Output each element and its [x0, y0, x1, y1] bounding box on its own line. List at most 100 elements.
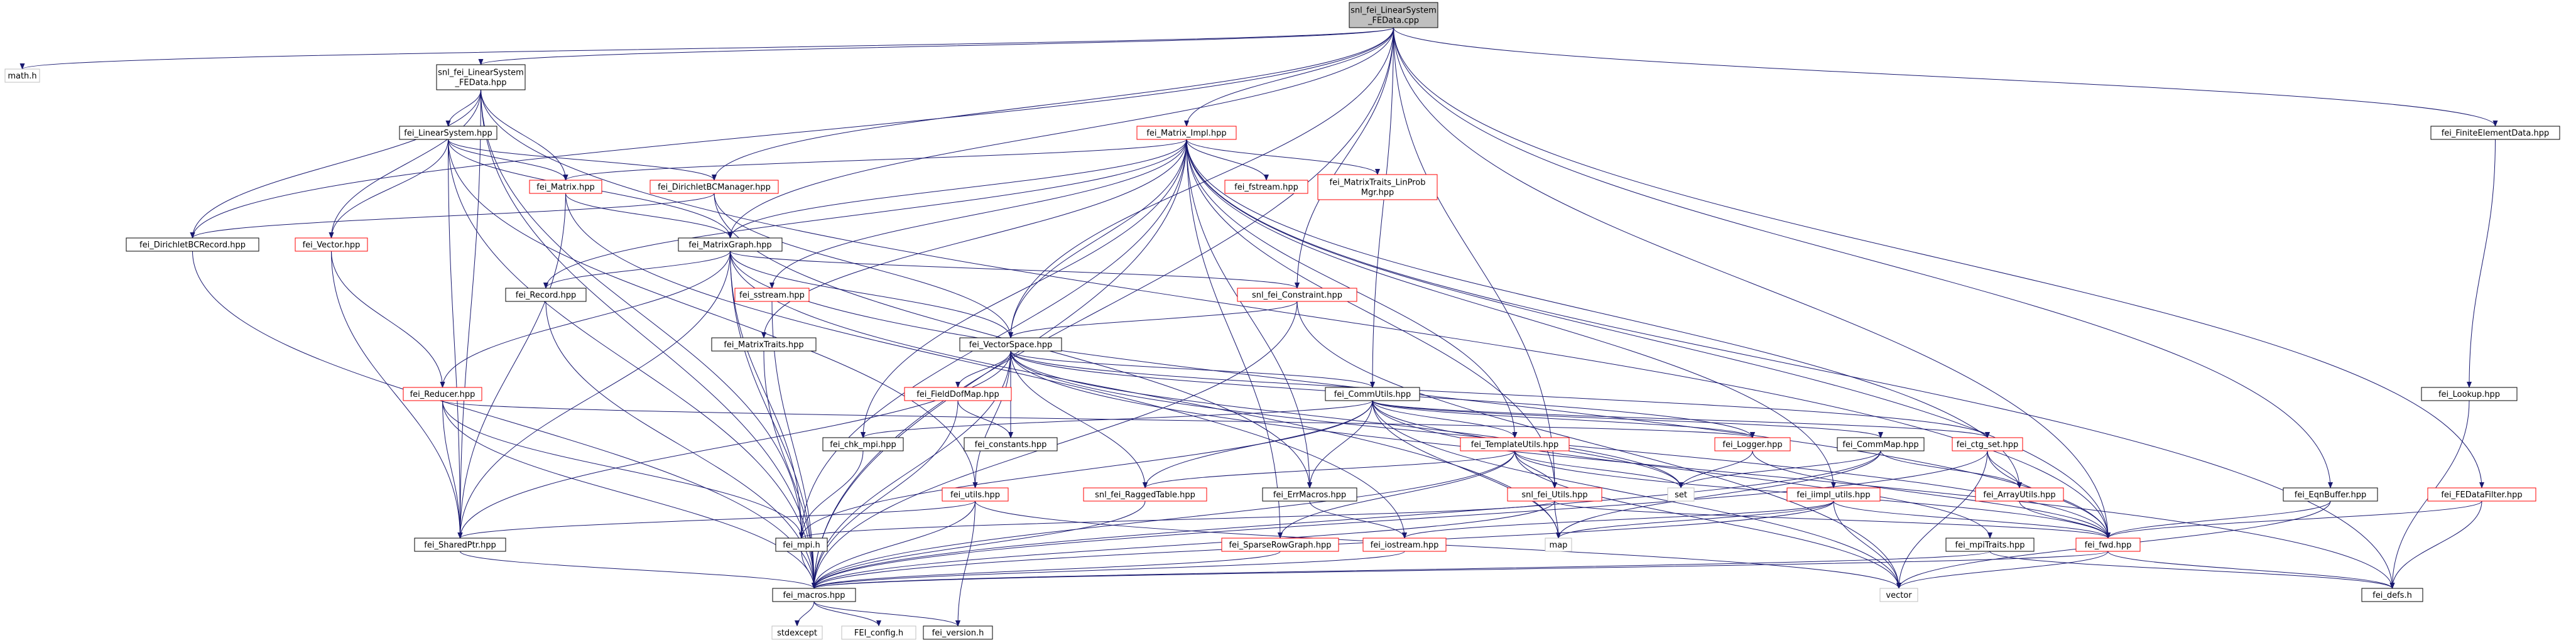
node-box	[1136, 126, 1237, 140]
node-box	[775, 538, 828, 552]
node-dirbcrec[interactable]: fei_DirichletBCRecord.hpp	[126, 237, 259, 252]
node-constants[interactable]: fei_constants.hpp	[964, 437, 1058, 451]
node-errmacros[interactable]: fei_ErrMacros.hpp	[1262, 487, 1357, 502]
edge-templutils-to-vectorstd	[1514, 450, 1901, 589]
node-fstream[interactable]: fei_fstream.hpp	[1224, 180, 1308, 194]
node-set[interactable]: set	[1667, 487, 1695, 502]
node-linsys[interactable]: fei_LinearSystem.hpp	[399, 126, 497, 140]
node-box	[1325, 387, 1420, 401]
edge-matimpl-to-defs	[1186, 139, 2395, 589]
node-iostream[interactable]: fei_iostream.hpp	[1362, 538, 1447, 552]
node-mpitraits[interactable]: fei_mpiTraits.hpp	[1945, 538, 2035, 552]
node-box	[295, 237, 368, 252]
node-iimpl[interactable]: fei_iimpl_utils.hpp	[1786, 487, 1881, 502]
edge-linsys-to-utils	[448, 139, 978, 489]
edge-templutils-to-macros	[812, 450, 1515, 589]
edge-snlutils-to-mpi	[799, 500, 1555, 539]
node-vector[interactable]: fei_Vector.hpp	[295, 237, 368, 252]
node-utils[interactable]: fei_utils.hpp	[942, 487, 1009, 502]
edge-arrayutils-to-fwd	[2019, 500, 2111, 539]
node-reducer[interactable]: fei_Reducer.hpp	[403, 387, 482, 401]
node-fwd[interactable]: fei_fwd.hpp	[2075, 538, 2141, 552]
node-commutils[interactable]: fei_CommUtils.hpp	[1325, 387, 1420, 401]
node-version[interactable]: fei_version.h	[923, 625, 993, 640]
node-mattraits[interactable]: fei_MatrixTraits.hpp	[711, 337, 817, 352]
edge-vecspace-to-ragged	[1010, 350, 1148, 489]
edge-matimpl-to-macros	[812, 139, 1187, 589]
node-defs[interactable]: fei_defs.h	[2361, 588, 2423, 602]
edge-matimpl-to-matgraph	[727, 139, 1187, 239]
node-box	[1460, 437, 1570, 451]
node-lookup[interactable]: fei_Lookup.hpp	[2421, 387, 2518, 401]
node-box	[1786, 487, 1881, 502]
node-ctgset[interactable]: fei_ctg_set.hpp	[1952, 437, 2023, 451]
node-matimpl[interactable]: fei_Matrix_Impl.hpp	[1136, 126, 1237, 140]
node-snlutils[interactable]: snl_fei_Utils.hpp	[1507, 487, 1602, 502]
node-matrix[interactable]: fei_Matrix.hpp	[529, 180, 602, 194]
node-fielddof[interactable]: fei_FieldDofMap.hpp	[904, 387, 1012, 401]
node-label: fei_sstream.hpp	[739, 291, 805, 300]
node-label: fei_FEDataFilter.hpp	[2441, 490, 2522, 500]
node-ragged[interactable]: snl_fei_RaggedTable.hpp	[1083, 487, 1207, 502]
node-commmap[interactable]: fei_CommMap.hpp	[1837, 437, 1925, 451]
node-label: fei_defs.h	[2372, 591, 2412, 600]
node-templutils[interactable]: fei_TemplateUtils.hpp	[1460, 437, 1570, 451]
node-vectorstd[interactable]: vector	[1879, 588, 1918, 602]
node-box	[1317, 174, 1438, 200]
edge-matimpl-to-snlutils	[1186, 139, 1557, 489]
node-label: fei_iimpl_utils.hpp	[1796, 490, 1870, 500]
node-label: fei_chk_mpi.hpp	[830, 440, 896, 450]
edge-commutils-to-templutils	[1372, 400, 1518, 438]
edge-matrix-to-sharedptr	[457, 193, 566, 539]
node-label: fei_mpiTraits.hpp	[1955, 541, 2025, 550]
node-macros[interactable]: fei_macros.hpp	[772, 588, 856, 602]
node-label: fei_utils.hpp	[950, 490, 1000, 500]
node-sstream[interactable]: fei_sstream.hpp	[734, 288, 810, 302]
node-arrayutils[interactable]: fei_ArrayUtils.hpp	[1975, 487, 2064, 502]
node-sparseflow[interactable]: fei_SparseRowGraph.hpp	[1221, 538, 1339, 552]
node-finiteel[interactable]: fei_FiniteElementData.hpp	[2430, 126, 2560, 140]
node-box	[923, 625, 993, 640]
edge-matgraph-to-record	[543, 251, 731, 289]
node-root[interactable]: snl_fei_LinearSystem_FEData.cpp	[1349, 2, 1438, 28]
node-box	[126, 237, 259, 252]
node-feiconfig[interactable]: FEI_config.h	[841, 625, 916, 640]
node-dirbcmgr[interactable]: fei_DirichletBCManager.hpp	[649, 180, 779, 194]
edge-matrix-to-matgraph	[565, 193, 733, 239]
node-sharedptr[interactable]: fei_SharedPtr.hpp	[414, 538, 506, 552]
node-box	[822, 437, 904, 451]
node-matgraph[interactable]: fei_MatrixGraph.hpp	[678, 237, 783, 252]
node-label: fei_DirichletBCRecord.hpp	[139, 240, 246, 250]
node-label: fei_ErrMacros.hpp	[1273, 490, 1346, 500]
node-label: fei_MatrixTraits.hpp	[724, 340, 803, 350]
edge-matgraph-to-reducer	[440, 251, 731, 388]
node-map[interactable]: map	[1545, 538, 1572, 552]
node-logger[interactable]: fei_Logger.hpp	[1714, 437, 1791, 451]
edges-layer	[20, 27, 2498, 627]
node-math[interactable]: math.h	[4, 68, 40, 83]
node-record[interactable]: fei_Record.hpp	[505, 288, 587, 302]
node-mpi[interactable]: fei_mpi.h	[775, 538, 828, 552]
node-fedatafilter[interactable]: fei_FEDataFilter.hpp	[2427, 487, 2536, 502]
edge-matimpl-to-chkmpi	[861, 139, 1187, 438]
edge-templutils-to-set	[1514, 450, 1683, 489]
node-box	[734, 288, 810, 302]
node-constraint[interactable]: snl_fei_Constraint.hpp	[1237, 288, 1357, 302]
edge-ctgset-to-macros	[812, 450, 1988, 589]
edge-mpitraits-to-macros	[812, 551, 1991, 589]
node-label: fei_MatrixGraph.hpp	[688, 240, 771, 250]
node-chkmpi[interactable]: fei_chk_mpi.hpp	[822, 437, 904, 451]
edge-matimpl-to-matrix	[563, 139, 1187, 181]
edge-vecspace-to-utils	[972, 350, 1011, 489]
node-label: stdexcept	[777, 629, 817, 638]
edge-matimpl-to-sparseflow	[1186, 139, 1283, 539]
edge-lsfedata-to-matrix	[481, 89, 568, 181]
node-label: snl_fei_Utils.hpp	[1521, 490, 1587, 500]
node-lsfedata[interactable]: snl_fei_LinearSystem_FEData.hpp	[436, 64, 526, 90]
edge-snlutils-to-macros	[812, 500, 1555, 589]
node-box	[771, 625, 823, 640]
node-vecspace[interactable]: fei_VectorSpace.hpp	[959, 337, 1062, 352]
node-stdexcept[interactable]: stdexcept	[771, 625, 823, 640]
node-eqnbuffer[interactable]: fei_EqnBuffer.hpp	[2283, 487, 2378, 502]
